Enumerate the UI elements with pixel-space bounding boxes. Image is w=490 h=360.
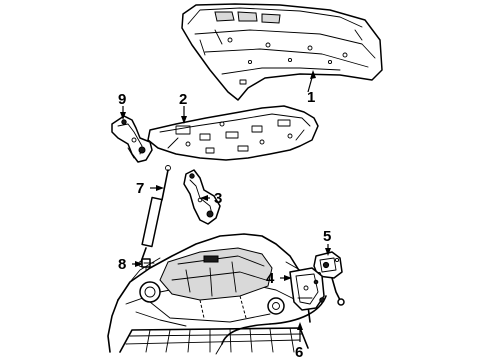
callout-3: 3 (200, 190, 222, 207)
callout-label-9: 9 (118, 91, 126, 108)
hood-release-cable (215, 277, 345, 355)
callout-label-5: 5 (323, 228, 331, 245)
callout-label-8: 8 (118, 256, 126, 273)
grille-slats (145, 327, 295, 353)
latch-support-bracket (289, 267, 325, 311)
callout-label-4: 4 (266, 270, 275, 287)
callout-label-7: 7 (136, 180, 144, 197)
callout-8: 8 (118, 256, 143, 273)
callout-5: 5 (323, 228, 331, 256)
callout-label-1: 1 (307, 89, 315, 106)
callout-label-2: 2 (179, 91, 187, 108)
callout-9: 9 (118, 91, 126, 120)
callout-2: 2 (179, 91, 187, 124)
callout-label-6: 6 (295, 344, 303, 360)
hood-insulator (147, 105, 319, 161)
hood-hinge-left (111, 115, 153, 163)
callout-1: 1 (307, 70, 316, 106)
callout-4: 4 (266, 270, 292, 287)
hood-hinge-right (183, 169, 221, 225)
engine-compartment (107, 233, 311, 353)
hood-panel (181, 3, 383, 101)
callout-6: 6 (295, 322, 303, 360)
callout-7: 7 (136, 180, 164, 197)
callout-label-3: 3 (214, 190, 222, 207)
